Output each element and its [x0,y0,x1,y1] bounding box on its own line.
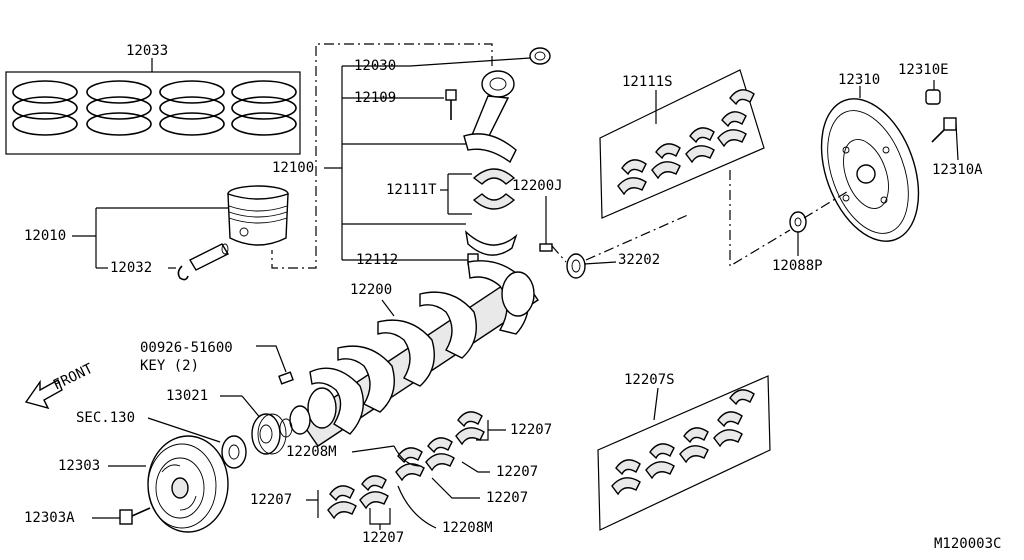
crank-pulley [147,435,229,533]
piston-assembly: 12010 12032 [24,185,289,281]
piston [227,185,289,246]
flywheel [820,98,920,242]
loose-main-bearings: 12207 12208M 12207 12207 12207 12207 122… [250,411,552,546]
pulley-bolt [119,507,151,525]
label-12200J: 12200J [512,178,563,194]
label-12111S: 12111S [622,74,673,90]
rod-bearing-upper [472,168,516,185]
label-12207-a: 12207 [510,422,552,438]
main-bearing-set-lower: 12207S [597,372,771,531]
crank-pulley-group: 12303 12303A [24,435,229,533]
connecting-rod [342,70,517,164]
piston-pin [189,243,229,271]
label-13021: 13021 [166,388,208,404]
pilot-bushing [566,253,586,279]
sprocket-group: 13021 SEC.130 [76,388,287,469]
flywheel-assembly: 12310 12310E 12310A 12088P [551,62,983,274]
label-12088P: 12088P [772,258,823,274]
label-12207-c: 12207 [486,490,528,506]
label-12111T: 12111T [386,182,437,198]
bearing-shell-row-lower [611,389,755,496]
rod-bolt [445,89,457,120]
label-12303: 12303 [58,458,100,474]
label-00926-51600: 00926-51600 [140,340,233,356]
piston-ring-4 [231,80,297,136]
crank-key: 00926-51600 KEY (2) [140,340,294,385]
crank-key-pin [539,243,553,252]
label-12303A: 12303A [24,510,75,526]
pilot-converter [789,211,807,233]
label-12112: 12112 [356,252,398,268]
label-sec130: SEC.130 [76,410,135,426]
front-direction: FRONT [24,360,96,410]
label-12310: 12310 [838,72,880,88]
label-12310A: 12310A [932,162,983,178]
label-12100: 12100 [272,160,314,176]
flywheel-bolt [931,117,957,143]
pilot-parts: 12200J 32202 [512,178,660,279]
main-bearing-set-upper: 12111S [599,69,765,219]
label-front: FRONT [51,360,96,393]
label-12208M-a: 12208M [286,444,337,460]
label-12200: 12200 [350,282,392,298]
label-12109: 12109 [354,90,396,106]
label-12208M-b: 12208M [442,520,493,536]
small-end-bushing [529,47,551,65]
crankshaft: 12200 [279,260,539,447]
label-12207-d: 12207 [250,492,292,508]
rod-cap [342,223,518,256]
label-12207S: 12207S [624,372,675,388]
label-key-qty: KEY (2) [140,358,199,374]
snap-ring [177,265,189,281]
rod-bearing-lower [472,193,516,210]
piston-ring-set: 12033 [5,43,301,155]
label-12010: 12010 [24,228,66,244]
timing-part [221,435,247,469]
piston-ring-2 [86,80,152,136]
label-12030: 12030 [354,58,396,74]
connecting-rod-group: 12100 12030 12109 12111T [271,43,551,269]
label-12310E: 12310E [898,62,949,78]
label-12032: 12032 [110,260,152,276]
piston-ring-1 [12,80,78,136]
label-32202: 32202 [618,252,660,268]
crank-sprocket [251,413,287,455]
figure-code: M120003C [934,536,1001,552]
bearing-shell-row [617,89,755,196]
dowel-pin [925,89,941,105]
piston-ring-3 [159,80,225,136]
label-12207-b: 12207 [496,464,538,480]
label-12207-e: 12207 [362,530,404,546]
label-12033: 12033 [126,43,168,59]
